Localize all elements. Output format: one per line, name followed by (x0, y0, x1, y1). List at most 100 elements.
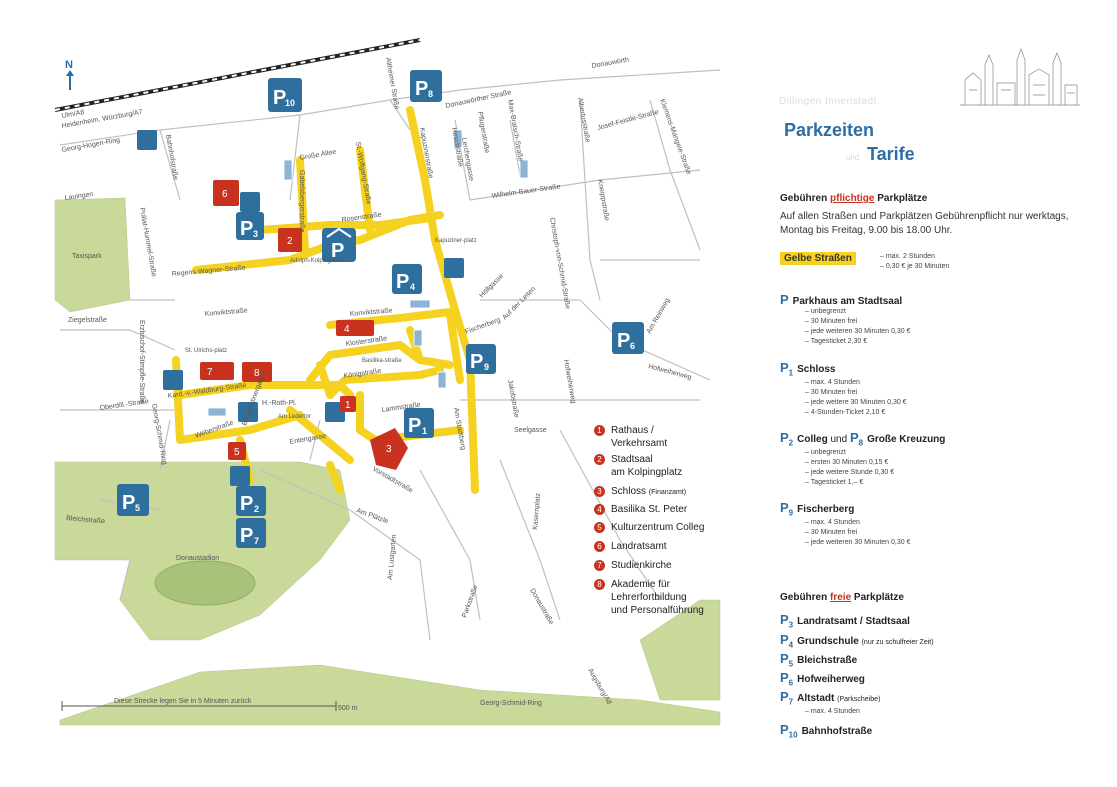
svg-text:Hofweiherweg: Hofweiherweg (562, 359, 577, 404)
svg-text:H.-Roth-Pl.: H.-Roth-Pl. (262, 400, 297, 407)
svg-text:Höllgasse: Höllgasse (478, 273, 505, 300)
svg-text:P: P (396, 271, 409, 293)
railway (54, 38, 421, 112)
svg-text:Große Allee: Große Allee (299, 149, 337, 162)
svg-text:P: P (617, 330, 630, 352)
svg-text:4: 4 (410, 282, 415, 292)
svg-text:Am Reinweg: Am Reinweg (646, 297, 672, 335)
minor-streets (59, 69, 721, 641)
svg-text:Pflugerstraße: Pflugerstraße (476, 111, 490, 154)
yellow-streets-notes: – max. 2 Stunden – 0,30 € je 30 Minuten (880, 253, 950, 270)
svg-text:P: P (415, 78, 428, 100)
svg-text:Jakobstraße: Jakobstraße (506, 379, 520, 418)
svg-text:500 m: 500 m (338, 705, 358, 712)
north-arrow: N (65, 59, 74, 90)
parking-p5: P 5 (117, 484, 149, 516)
svg-text:Ulm/A8: Ulm/A8 (61, 109, 85, 120)
parking-markers: P 10 P 8 P 3 P 4 P 6 P 9 P (117, 70, 644, 548)
town-skyline-icon (960, 47, 1080, 106)
svg-text:Auf der Leiten: Auf der Leiten (501, 286, 537, 322)
svg-text:Gabelsbergerstraße: Gabelsbergerstraße (298, 170, 305, 232)
svg-text:P: P (240, 218, 253, 240)
svg-text:Klemens-Mangele-Straße: Klemens-Mangele-Straße (658, 98, 692, 175)
one-way-signs (207, 129, 529, 417)
svg-text:Konviktstraße: Konviktstraße (205, 307, 248, 318)
svg-text:2: 2 (254, 504, 259, 514)
parking-p1: P 1 (404, 408, 434, 438)
svg-text:5: 5 (135, 503, 140, 513)
paid-heading: Gebühren pflichtige Parkplätze (780, 193, 928, 204)
scale-bar: Diese Strecke legen Sie in 5 Minuten zur… (61, 698, 358, 712)
svg-text:Albertusstraße: Albertusstraße (576, 97, 591, 143)
svg-text:Prälat-Hummel-Straße: Prälat-Hummel-Straße (138, 207, 157, 277)
tariff-panel: Dillingen Innenstadt Parkzeiten und Tari… (760, 40, 1100, 760)
svg-text:Am Lustgarten: Am Lustgarten (387, 534, 398, 580)
svg-text:Josef-Feistle-Straße: Josef-Feistle-Straße (597, 109, 660, 132)
svg-text:7: 7 (254, 536, 259, 546)
svg-text:Vorstadtstraße: Vorstadtstraße (371, 466, 414, 495)
svg-text:Kapuziner-platz: Kapuziner-platz (435, 238, 477, 244)
svg-text:1: 1 (345, 400, 351, 411)
svg-text:Seelgasse: Seelgasse (514, 427, 547, 434)
svg-text:Lauingen: Lauingen (64, 191, 94, 202)
svg-text:Christoph-von-Schmid-Straße: Christoph-von-Schmid-Straße (548, 217, 571, 310)
svg-text:Hofweiherweg: Hofweiherweg (647, 363, 692, 381)
svg-text:P: P (331, 240, 344, 262)
svg-text:Georg-Schmid-Ring: Georg-Schmid-Ring (150, 403, 168, 465)
svg-text:4: 4 (344, 324, 350, 335)
title-tarife: Tarife (867, 144, 915, 164)
svg-text:Wilhelm-Bauer-Straße: Wilhelm-Bauer-Straße (491, 183, 561, 200)
svg-text:Am Plätzle: Am Plätzle (355, 507, 389, 525)
svg-text:6: 6 (222, 189, 228, 200)
stadium-field (154, 560, 256, 606)
svg-text:5: 5 (234, 447, 240, 458)
svg-text:2: 2 (287, 236, 293, 247)
svg-text:Basilika-straße: Basilika-straße (362, 358, 402, 364)
svg-text:8: 8 (428, 89, 433, 99)
svg-text:P: P (122, 492, 135, 514)
title-parkzeiten: Parkzeiten (784, 120, 875, 140)
svg-text:Kasernplatz: Kasernplatz (532, 492, 542, 530)
paid-description: Auf allen Straßen und Parkplätzen Gebühr… (780, 211, 1069, 236)
svg-text:Georg-Schmid-Ring: Georg-Schmid-Ring (480, 700, 542, 707)
yellow-streets-label: Gelbe Straßen (780, 252, 856, 265)
svg-text:P: P (240, 525, 253, 547)
svg-text:Taxispark: Taxispark (72, 253, 102, 260)
accessible-parking-icons (137, 130, 464, 486)
parking-p7: P 7 (236, 518, 266, 548)
svg-text:3: 3 (253, 229, 258, 239)
svg-text:Max-Bratsch-Straße: Max-Bratsch-Straße (506, 99, 524, 162)
svg-text:Georg-Hogen-Ring: Georg-Hogen-Ring (61, 137, 121, 154)
svg-text:Kneippstraße: Kneippstraße (596, 179, 610, 221)
svg-text:Donauwörth: Donauwörth (591, 57, 629, 70)
svg-text:Diese Strecke legen Sie in 5 M: Diese Strecke legen Sie in 5 Minuten zur… (114, 698, 252, 705)
title-und: und (846, 153, 860, 162)
svg-text:St. Ulrichs-platz: St. Ulrichs-platz (185, 348, 227, 354)
svg-text:P: P (408, 415, 421, 437)
svg-text:Konviktstraße: Konviktstraße (350, 307, 393, 318)
svg-text:P: P (470, 351, 483, 373)
parking-garage: P (322, 227, 356, 262)
svg-text:Bleichstraße: Bleichstraße (66, 515, 105, 525)
svg-text:N: N (65, 59, 73, 71)
parking-p10: P 10 (268, 78, 302, 112)
svg-text:Donauwörther Straße: Donauwörther Straße (445, 89, 512, 110)
svg-text:Fischerberg: Fischerberg (464, 317, 501, 336)
svg-text:8: 8 (254, 368, 260, 379)
svg-text:Adolph-Kolping-Platz: Adolph-Kolping-Platz (290, 258, 346, 264)
svg-text:Ziegelstraße: Ziegelstraße (68, 317, 107, 324)
